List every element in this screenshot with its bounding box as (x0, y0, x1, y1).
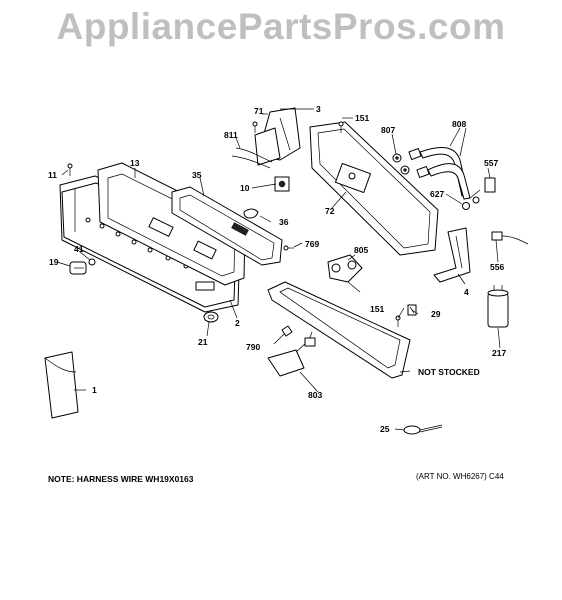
callout-217: 217 (492, 348, 506, 358)
callout-29: 29 (431, 309, 441, 319)
callout-4: 4 (464, 287, 469, 297)
leader-lines (56, 108, 501, 431)
bracket-part-36 (243, 208, 259, 219)
inlet-hoses (408, 147, 471, 200)
grommet-627 (462, 202, 470, 210)
callout-769: 769 (305, 239, 319, 249)
control-board (171, 186, 283, 266)
callout-805: 805 (354, 245, 368, 255)
callout-19: 19 (49, 257, 59, 267)
callout-2: 2 (235, 318, 240, 328)
callout-811: 811 (224, 130, 238, 140)
callout-labels: 71 3 151 807 808 811 13 11 35 10 557 627… (48, 104, 506, 434)
callout-71: 71 (254, 106, 264, 116)
callout-557: 557 (484, 158, 498, 168)
callout-790: 790 (246, 342, 260, 352)
screw-769 (283, 245, 294, 251)
capacitor (487, 285, 509, 328)
timer-housing (254, 107, 301, 166)
clip-790 (281, 325, 293, 337)
screw-71 (252, 121, 258, 133)
knob-19 (69, 261, 87, 275)
hose-washers (392, 153, 410, 175)
callout-13: 13 (130, 158, 140, 168)
wire-811 (231, 147, 273, 169)
art-number: (ART NO. WH6267) C44 (416, 472, 504, 481)
callout-41: 41 (74, 244, 84, 254)
rear-control-panel (309, 121, 439, 256)
screw-41 (88, 258, 96, 266)
hose-25 (403, 424, 443, 435)
callout-11: 11 (48, 170, 57, 180)
connector-557 (469, 177, 496, 204)
switch-10 (274, 176, 290, 192)
callout-556: 556 (490, 262, 504, 272)
screw-151-upper (338, 121, 344, 133)
site-watermark: AppliancePartsPros.com (56, 6, 506, 47)
callout-1: 1 (92, 385, 97, 395)
callout-25: 25 (380, 424, 390, 434)
callout-10: 10 (240, 183, 250, 193)
console-bezel (97, 162, 246, 286)
callout-3: 3 (316, 104, 321, 114)
water-valve (327, 254, 363, 293)
callout-21: 21 (198, 337, 208, 347)
harness-note: NOTE: HARNESS WIRE WH19X0163 (48, 474, 194, 484)
callout-36: 36 (279, 217, 289, 227)
support-bracket (433, 227, 471, 283)
wire-harness-803 (267, 331, 316, 377)
literature-bag (44, 351, 79, 419)
callout-151-upper: 151 (355, 113, 369, 123)
callout-807: 807 (381, 125, 395, 135)
not-stocked-label: NOT STOCKED (418, 367, 480, 377)
wire-556 (491, 231, 529, 245)
bracket-tray (267, 281, 411, 379)
callout-151-lower: 151 (370, 304, 384, 314)
callout-627: 627 (430, 189, 444, 199)
callout-72: 72 (325, 206, 335, 216)
bushing-21 (203, 311, 219, 323)
screw-11 (67, 163, 73, 176)
callout-808: 808 (452, 119, 466, 129)
callout-35: 35 (192, 170, 202, 180)
callout-803: 803 (308, 390, 322, 400)
